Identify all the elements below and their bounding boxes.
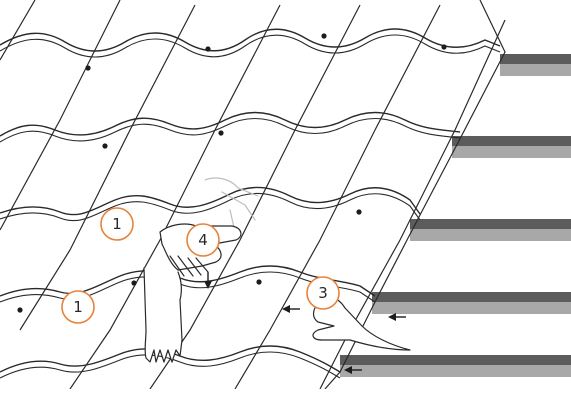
nail-icon xyxy=(256,279,261,284)
nail-icon xyxy=(131,280,136,285)
nail-icon xyxy=(441,44,446,49)
callout-1a-label: 1 xyxy=(112,215,122,233)
batten-1 xyxy=(500,54,571,76)
battens xyxy=(340,54,571,377)
tile-course-edge-1 xyxy=(0,29,500,51)
nail-icon xyxy=(205,46,210,51)
nail-icon xyxy=(321,33,326,38)
callout-1a: 1 xyxy=(101,208,133,240)
nail-icon xyxy=(356,209,361,214)
callout-3-label: 3 xyxy=(318,284,328,302)
batten-5 xyxy=(340,355,571,377)
arrow-left-icon xyxy=(388,313,406,321)
nail-icon xyxy=(17,307,22,312)
tile-course-inner-2 xyxy=(0,119,460,143)
tile-course-inner-3 xyxy=(0,193,420,220)
hand-hold-icon xyxy=(144,268,182,362)
batten-4 xyxy=(372,292,571,314)
nail-icon xyxy=(102,143,107,148)
nail-icon xyxy=(218,130,223,135)
batten-2 xyxy=(452,136,571,158)
tile-ribs xyxy=(0,0,505,389)
callout-4: 4 xyxy=(187,224,219,256)
tile-courses xyxy=(0,0,505,389)
callout-1b-label: 1 xyxy=(73,298,83,316)
nail-icon xyxy=(85,65,90,70)
callout-4-label: 4 xyxy=(198,231,208,249)
batten-3 xyxy=(410,219,571,241)
arrow-left-icon xyxy=(282,305,300,313)
callout-1b: 1 xyxy=(62,291,94,323)
callout-3: 3 xyxy=(307,277,339,309)
